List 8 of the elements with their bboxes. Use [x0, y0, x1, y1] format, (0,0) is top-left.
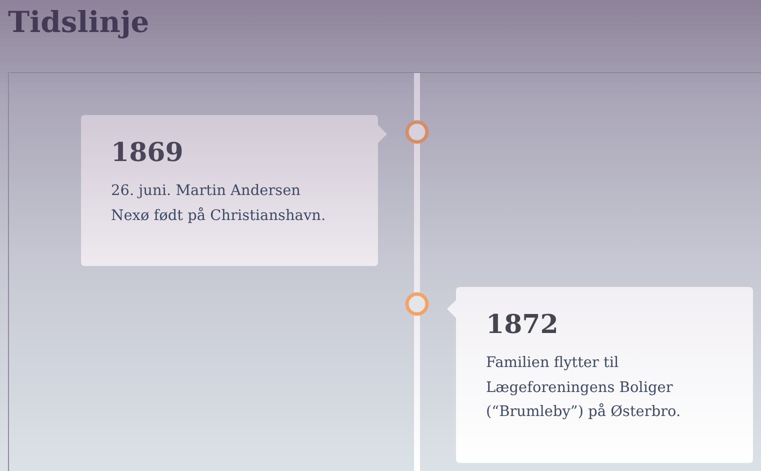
- page-title: Tidslinje: [8, 4, 150, 41]
- event-card: [81, 115, 387, 266]
- event-year: 1869: [111, 137, 184, 169]
- event-description: Familien flytter til Lægeforeningens Boliger (“Brumleby”) på Østerbro.: [486, 354, 682, 422]
- event-year: 1872: [486, 309, 558, 341]
- event-description: 26. juni. Martin Andersen Nexø født på Christianshavn.: [111, 182, 327, 226]
- timeline-panel: [8, 72, 761, 471]
- event-card: [447, 287, 753, 463]
